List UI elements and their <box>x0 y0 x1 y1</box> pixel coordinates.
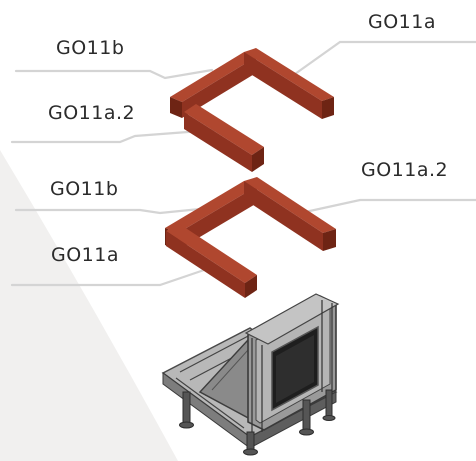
beam-go11a2-upper <box>184 104 264 172</box>
frame-feet <box>179 389 336 456</box>
lower-beam-set <box>165 177 336 298</box>
label-lower-left: GO11a <box>51 244 119 266</box>
leader-lines <box>10 40 476 287</box>
leader-top-right <box>293 40 476 76</box>
beam-go11a2-lower <box>244 177 336 251</box>
leader-top-left <box>14 68 214 80</box>
leader-lower-left <box>10 266 212 287</box>
label-mid-left: GO11b <box>50 178 119 200</box>
machine-frame <box>161 293 340 456</box>
beam-go11a-upper <box>244 48 334 119</box>
background-arc <box>0 150 178 461</box>
label-top-mid-left: GO11a.2 <box>48 102 136 124</box>
label-top-right: GO11a <box>368 11 436 33</box>
leader-mid-right <box>294 198 476 216</box>
label-top-left: GO11b <box>56 37 125 59</box>
beam-go11a-lower <box>166 223 257 298</box>
label-mid-right: GO11a.2 <box>361 159 449 181</box>
upper-beam-set <box>170 48 334 172</box>
beam-go11b-upper <box>170 52 256 118</box>
leader-top-mid-left <box>10 128 216 144</box>
leader-mid-left <box>14 206 212 215</box>
